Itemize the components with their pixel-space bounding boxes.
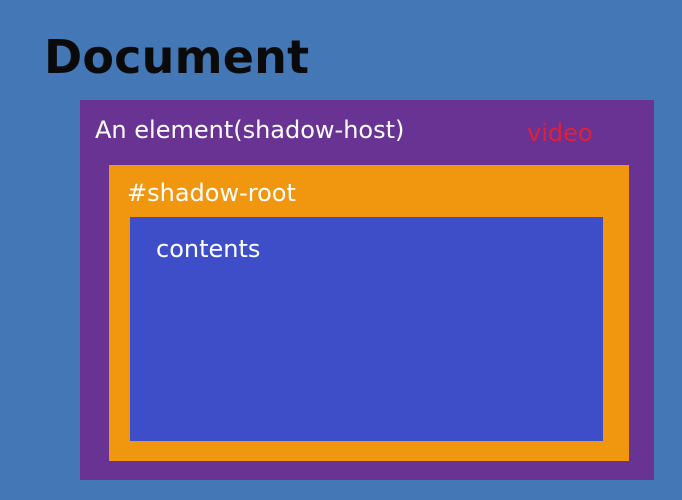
shadow-host-box: An element(shadow-host) video #shadow-ro… (80, 100, 654, 480)
contents-box: contents (130, 217, 603, 441)
document-title: Document (44, 30, 310, 84)
shadow-host-label: An element(shadow-host) (95, 116, 405, 144)
shadow-root-box: #shadow-root contents (109, 165, 629, 461)
contents-label: contents (156, 235, 261, 263)
shadow-host-tag-label: video (527, 119, 593, 147)
shadow-root-label: #shadow-root (127, 179, 296, 207)
